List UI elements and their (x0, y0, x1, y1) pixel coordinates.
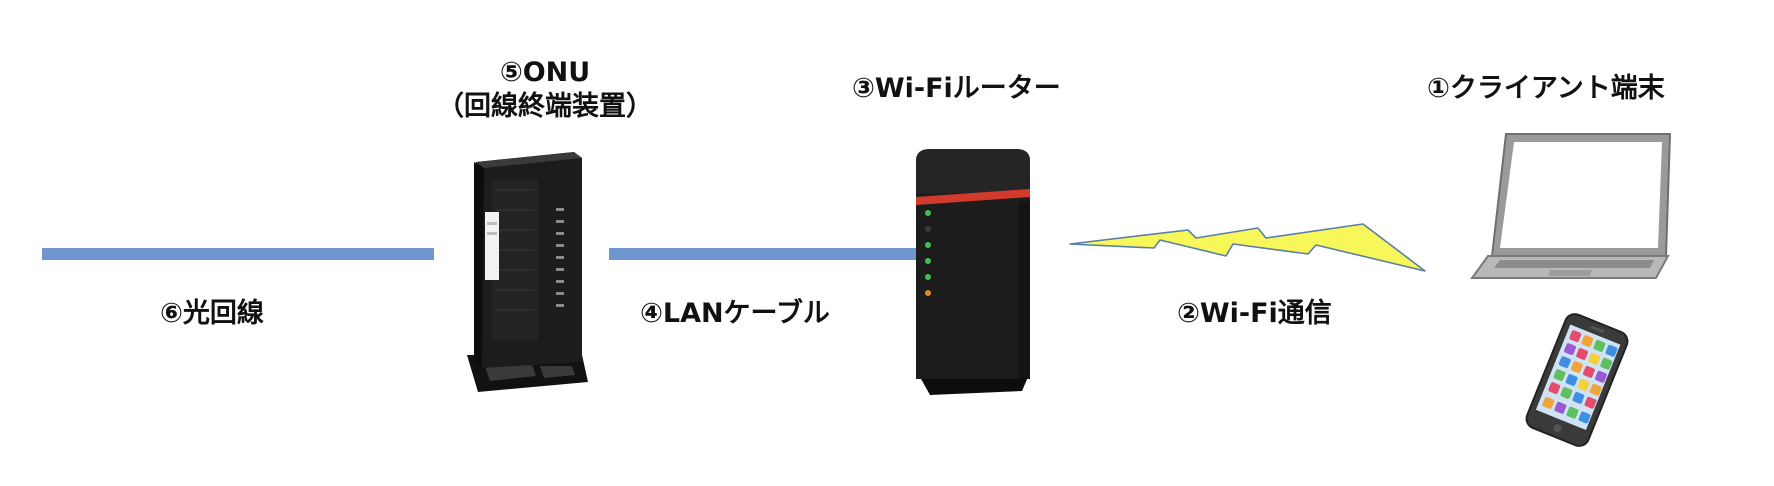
onu-label-line1: ⑤ONU (499, 57, 591, 88)
fiber-line (42, 248, 434, 260)
laptop-icon (1470, 133, 1672, 279)
lightning-bolt-icon (1069, 223, 1426, 272)
client-label: ①クライアント端末 (1427, 73, 1665, 104)
lan-cable-line (609, 248, 917, 260)
wifi-router-icon (916, 149, 1030, 395)
onu-label-line2: （回線終端装置） (437, 91, 653, 122)
fiber-label: ⑥光回線 (160, 298, 264, 329)
router-label: ③Wi-Fiルーター (852, 73, 1061, 104)
wifi-comm-label: ②Wi-Fi通信 (1177, 298, 1332, 329)
onu-label: ⑤ONU （回線終端装置） (420, 56, 670, 124)
smartphone-icon (1525, 313, 1629, 447)
lan-label: ④LANケーブル (640, 298, 830, 329)
onu-device-icon (467, 152, 588, 392)
